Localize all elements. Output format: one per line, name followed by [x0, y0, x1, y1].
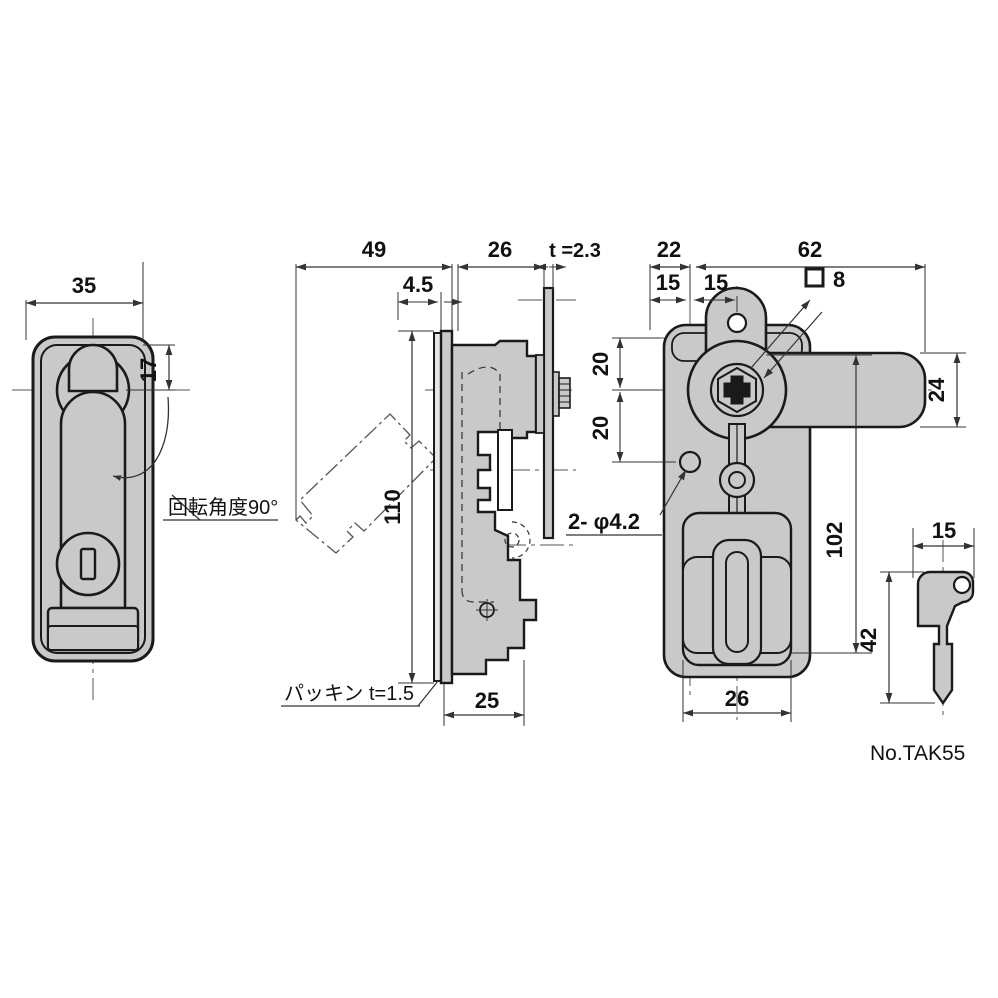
rear-lug-hole: [726, 312, 748, 334]
key-ring-hole: [952, 575, 972, 595]
side-cam-hidden: [504, 521, 531, 559]
dimension-front-offset-17: 17: [126, 344, 175, 391]
dimension-value-102: 102: [822, 522, 847, 559]
dimension-rear-62: 62: [696, 237, 926, 352]
hole-callout-leader: [566, 469, 687, 536]
dimension-value-key-42: 42: [856, 628, 881, 652]
key-part-number: No.TAK55: [870, 742, 965, 765]
rotation-angle-leader: [112, 396, 278, 521]
dimension-side-25: 25: [443, 660, 525, 726]
dimension-value-26: 26: [488, 237, 512, 262]
square-symbol-icon: [804, 267, 825, 288]
key-view: 15 42 No.TAK55: [856, 518, 975, 765]
dimension-value-49: 49: [362, 237, 386, 262]
dimension-value-key-15: 15: [932, 518, 956, 543]
dimension-value-t23: t =2.3: [549, 240, 601, 262]
dimension-value-110: 110: [380, 489, 405, 525]
dimension-value-62: 62: [798, 237, 822, 262]
dimension-key-42: 42: [856, 571, 935, 704]
side-gasket-and-plate: [433, 329, 454, 685]
rotation-angle-label: 回転角度90°: [168, 496, 278, 519]
dimension-value-22: 22: [657, 237, 681, 262]
dimension-side-26: 26: [457, 237, 545, 331]
side-door-panel: [542, 286, 555, 540]
dimension-key-15: 15: [912, 518, 975, 578]
dimension-side-49: 49: [295, 237, 453, 520]
front-lock-cylinder: [55, 531, 121, 597]
dimension-side-110: 110: [380, 330, 434, 684]
dimension-rear-26: 26: [682, 660, 792, 722]
gasket-label: パッキン t=1.5: [284, 683, 414, 705]
dimension-value-square8: 8: [833, 267, 845, 292]
front-keyway: [79, 547, 97, 581]
dimension-side-t23: t =2.3: [536, 240, 601, 290]
side-escutcheon-plate: [439, 329, 454, 685]
dimension-value-15b: 15: [704, 270, 728, 295]
dimension-value-25: 25: [475, 688, 499, 713]
dimension-value-15a: 15: [656, 270, 680, 295]
rear-pivot-hub: [686, 339, 788, 441]
rear-view: 22 62 15 15 8: [566, 237, 966, 722]
dimension-rear-24: 24: [920, 352, 966, 428]
dimension-value-17: 17: [136, 358, 161, 382]
dimension-front-width-35: 35: [25, 262, 144, 340]
rear-lower-pads: [681, 511, 793, 667]
side-retaining-nut: [535, 354, 571, 434]
front-lower-pad: [46, 606, 140, 652]
dimension-value-20b: 20: [588, 416, 613, 440]
dimension-rear-15-pair: 15 15: [649, 270, 738, 320]
side-spindle-slot: [497, 429, 513, 511]
dimension-rear-20-pair: 20 20: [588, 337, 676, 463]
dimension-value-45: 4.5: [403, 272, 434, 297]
side-section-view: 49 26 t =2.3 4.5: [281, 237, 601, 726]
dimension-value-26-rear: 26: [725, 686, 749, 711]
front-view: 35 17 回転角度90°: [12, 262, 278, 700]
hole-callout-label: 2- φ4.2: [568, 509, 640, 534]
key-body: [916, 570, 975, 706]
dimension-rear-102: 102: [766, 354, 872, 654]
dimension-value-20a: 20: [588, 352, 613, 376]
rear-mounting-hole: [678, 450, 702, 474]
dimension-value-24: 24: [924, 377, 949, 402]
dimension-side-45: 4.5: [397, 272, 462, 331]
phillips-cross-icon: [723, 375, 751, 405]
gasket-leader: [281, 680, 439, 707]
dimension-value-35: 35: [72, 273, 96, 298]
side-mounting-screw: [476, 599, 498, 621]
side-hidden-lines: [461, 366, 501, 603]
square-drive-callout: 8: [750, 267, 845, 379]
rear-pivot-lug: [704, 286, 768, 357]
